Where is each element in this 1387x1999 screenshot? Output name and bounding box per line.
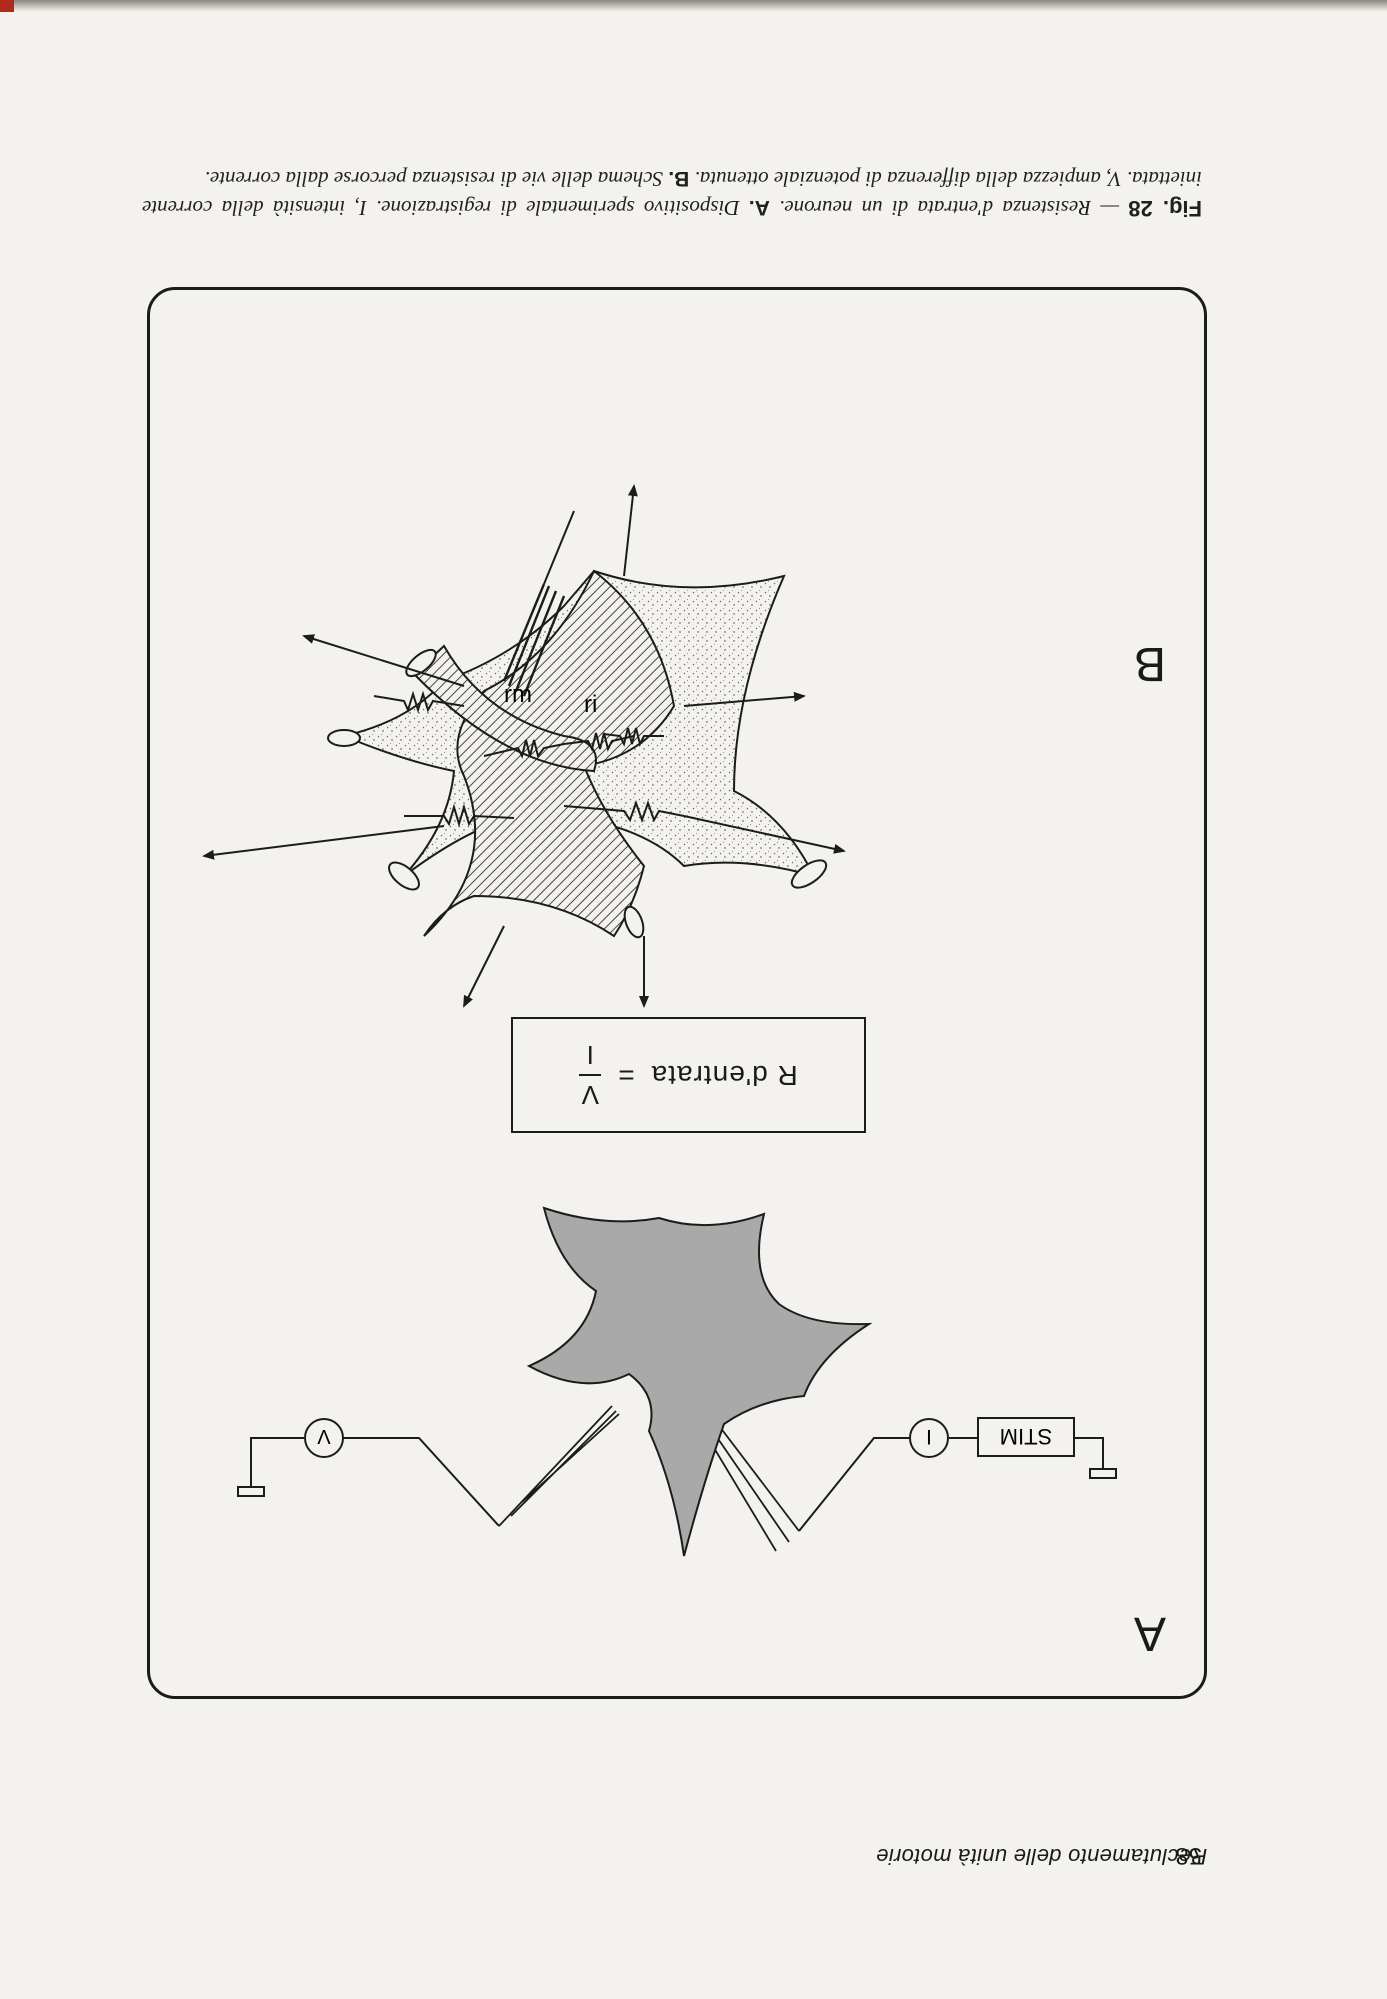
voltage-wire bbox=[250, 1437, 304, 1487]
voltage-electrode bbox=[498, 1405, 620, 1527]
current-meter-label: I bbox=[926, 1425, 932, 1448]
panel-a-label: A bbox=[1133, 1607, 1166, 1660]
resistor-label-rm: rm bbox=[504, 681, 532, 708]
neuron-soma bbox=[526, 1206, 873, 1557]
input-resistance-formula: R d'entrata = V I bbox=[511, 1017, 866, 1133]
stim-label: STIM bbox=[1000, 1424, 1053, 1449]
current-arrow bbox=[302, 634, 465, 687]
current-electrode-wire bbox=[798, 1437, 910, 1532]
voltage-electrode-wire bbox=[343, 1437, 500, 1527]
caption-a-label: A. bbox=[748, 196, 770, 219]
current-arrow bbox=[623, 484, 638, 577]
formula-denominator: I bbox=[586, 1040, 594, 1070]
current-arrow bbox=[463, 925, 505, 1008]
voltage-electrode-terminal bbox=[237, 1486, 265, 1497]
figure-diagram: STIM I V bbox=[202, 484, 1117, 1557]
fraction-bar bbox=[579, 1074, 602, 1076]
current-arrow bbox=[202, 825, 445, 860]
caption-fig-number: Fig. 28 bbox=[1128, 196, 1202, 221]
hatched-dendrite-top bbox=[412, 644, 597, 773]
running-head: 58 Reclutamento delle unità motorie bbox=[0, 1839, 1387, 1869]
formula-equals: = bbox=[617, 1060, 635, 1091]
formula-numerator: V bbox=[581, 1080, 599, 1110]
stim-electrode-terminal bbox=[1089, 1468, 1117, 1479]
current-arrow bbox=[683, 815, 846, 854]
voltage-meter-label: V bbox=[317, 1425, 331, 1447]
caption-title: Resistenza d'entrata di un neurone. bbox=[779, 196, 1092, 220]
scan-edge bbox=[0, 0, 1387, 12]
formula-lhs: R d'entrata bbox=[650, 1060, 798, 1091]
formula-fraction: V I bbox=[579, 1040, 602, 1110]
figure-caption: Fig. 28 — Resistenza d'entrata di un neu… bbox=[142, 164, 1202, 223]
caption-b-text: Schema delle vie di resistenza percorse … bbox=[204, 167, 664, 191]
stim-wire bbox=[1074, 1437, 1104, 1469]
recording-setup: STIM I V bbox=[237, 1206, 1117, 1557]
current-arrow bbox=[683, 691, 806, 707]
resistor-pathway-rm bbox=[603, 727, 664, 747]
resistor-pathway-ri bbox=[483, 732, 635, 759]
figure-panel: STIM I V bbox=[147, 287, 1207, 1699]
caption-dash: — bbox=[1100, 196, 1120, 220]
electrode-bundle bbox=[502, 583, 566, 697]
panel-b-label: B bbox=[1133, 637, 1166, 690]
caption-b-label: B. bbox=[668, 167, 690, 190]
running-title: Reclutamento delle unità motorie bbox=[876, 1844, 1208, 1869]
resistance-pathways-diagram: ri rm bbox=[202, 484, 846, 1008]
resistor-label-ri: ri bbox=[584, 691, 597, 718]
